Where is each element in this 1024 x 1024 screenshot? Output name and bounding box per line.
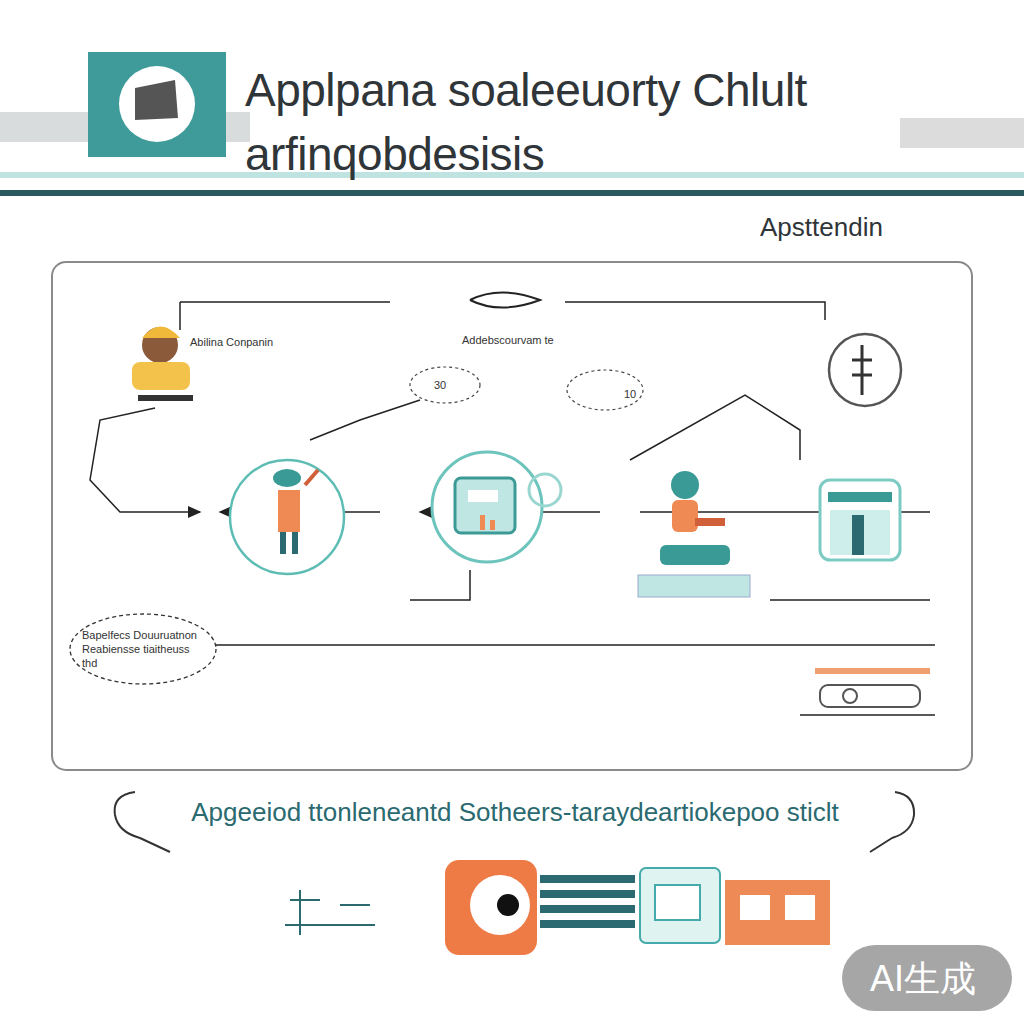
header-band bbox=[900, 118, 1024, 148]
watermark: AI生成 bbox=[870, 955, 976, 1004]
header-rule bbox=[0, 190, 1024, 196]
seated-figure bbox=[638, 471, 750, 597]
flow-lines bbox=[90, 302, 935, 715]
gauge-icon bbox=[829, 334, 901, 406]
figure-label: Addebscourvam te bbox=[462, 334, 554, 346]
caption: Apgeeiod ttonleneantd Sotheers-taraydear… bbox=[130, 797, 900, 828]
stack-icon bbox=[815, 668, 930, 707]
watermark-pill bbox=[842, 945, 1012, 1011]
top-symbol bbox=[470, 293, 540, 308]
cloud-bubble: Bapelfecs Douuruatnon Reabiensse tiaithe… bbox=[68, 612, 218, 686]
node-text: Bapelfecs Douuruatnon Reabiensse tiaithe… bbox=[82, 628, 204, 670]
figure-label: Abilina Conpanin bbox=[190, 336, 273, 348]
cloud-doodle bbox=[410, 367, 643, 410]
callout-number: 10 bbox=[624, 388, 636, 400]
side-heading: Apsttendin bbox=[760, 212, 883, 243]
frame bbox=[52, 262, 972, 770]
header-icon bbox=[119, 66, 195, 142]
bottom-icons bbox=[285, 860, 830, 955]
caption-bracket bbox=[115, 792, 914, 852]
worker-figure bbox=[132, 327, 193, 402]
machine-icon bbox=[820, 480, 900, 560]
header-icon bbox=[88, 52, 226, 157]
title: Applpana soaleeuorty Chlult arfinqobdesi… bbox=[245, 58, 845, 186]
person-circle bbox=[230, 460, 344, 574]
callout-number: 30 bbox=[434, 379, 446, 391]
header-icon bbox=[135, 80, 178, 120]
device-icon bbox=[432, 452, 561, 562]
